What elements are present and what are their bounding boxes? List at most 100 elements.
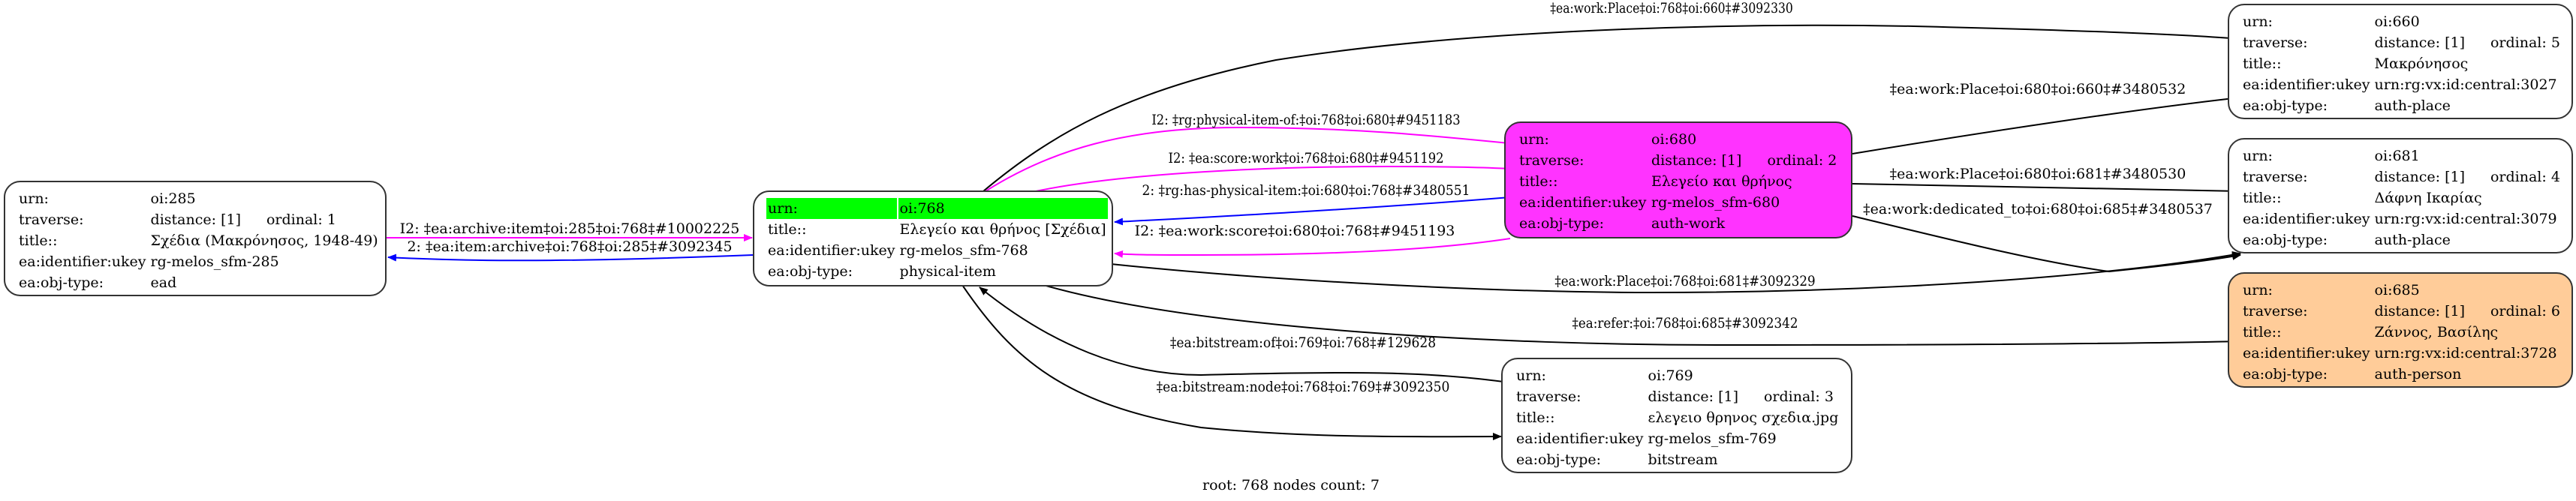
title-key: title:: (768, 221, 807, 238)
node-oi-660[interactable]: urn:oi:660 traverse:distance: [1]ordinal… (2228, 4, 2573, 119)
edge-label-e7: I2: ‡ea:work:score‡oi:680‡oi:768‡#945119… (1134, 223, 1455, 239)
edge-label-e1: I2: ‡ea:archive:item‡oi:285‡oi:768‡#1000… (399, 220, 740, 237)
type-key: ea:obj-type: (768, 263, 853, 280)
node-oi-285[interactable]: urn:oi:285 traverse:distance: [1]ordinal… (4, 181, 387, 296)
ukey-key: ea:identifier:ukey (2243, 76, 2370, 93)
type-value: auth-place (2374, 98, 2451, 114)
edge-label-e11: ‡ea:work:Place‡oi:768‡oi:681‡#3092329 (1554, 273, 1816, 290)
edge-e4 (985, 126, 1524, 192)
distance: distance: [1] (150, 212, 241, 228)
edge-label-e13: ‡ea:bitstream:of‡oi:769‡oi:768‡#129628 (1169, 334, 1437, 351)
type-key: ea:obj-type: (2243, 232, 2328, 248)
urn-value: oi:285 (150, 190, 196, 207)
ukey-value: rg-melos_sfm-768 (899, 242, 1028, 259)
title-key: title:: (2243, 190, 2282, 206)
edge-e10 (1852, 215, 2241, 273)
type-key: ea:obj-type: (2243, 98, 2328, 114)
title-key: title:: (2243, 324, 2282, 340)
ordinal: ordinal: 4 (2490, 169, 2560, 185)
ordinal: ordinal: 5 (2490, 34, 2560, 51)
ukey-value: urn:rg:vx:id:central:3027 (2374, 76, 2557, 93)
edge-label-e10: ‡ea:work:dedicated_to‡oi:680‡oi:685‡#348… (1863, 201, 2213, 218)
type-key: ea:obj-type: (2243, 366, 2328, 382)
distance: distance: [1] (2374, 169, 2465, 185)
ukey-key: ea:identifier:ukey (2243, 211, 2370, 227)
edge-e12 (1043, 284, 2241, 346)
urn-value: oi:768 (898, 198, 1108, 219)
title-key: title:: (19, 232, 58, 249)
type-value: bitstream (1648, 452, 1718, 468)
distance: distance: [1] (1651, 152, 1742, 169)
traverse-key: traverse: (2243, 169, 2308, 185)
node-oi-685[interactable]: urn: oi:685 traverse: distance: [1] ordinal… (2228, 272, 2573, 388)
node-oi-681[interactable]: urn: oi:681 traverse: distance: [1] ordinal… (2228, 138, 2573, 254)
ukey-value: rg-melos_sfm-769 (1648, 430, 1777, 447)
distance: distance: [1] (2374, 303, 2465, 320)
urn-key: urn: (2243, 148, 2273, 164)
urn-value: oi:685 (2374, 282, 2420, 298)
title-value: Ελεγείο και θρήνος (1651, 173, 1792, 190)
title-key: title:: (1516, 410, 1555, 426)
edge-label-e12: ‡ea:refer:‡oi:768‡oi:685‡#3092342 (1572, 315, 1798, 332)
edge-label-e9: ‡ea:work:Place‡oi:680‡oi:681‡#3480530 (1889, 166, 2186, 182)
edge-e7 (1114, 238, 1511, 258)
urn-value: oi:680 (1651, 131, 1697, 148)
type-value: auth-person (2374, 366, 2462, 382)
node-oi-768-root[interactable]: urn:oi:768 title::Ελεγείο και θρήνος [Σχ… (753, 190, 1113, 286)
title-key: title:: (2243, 56, 2282, 72)
title-value: ελεγειο θρηνος σχεδια.jpg (1648, 410, 1839, 426)
edge-e6 (1114, 196, 1511, 226)
traverse-value: distance: [1] ordinal: 4 (2373, 166, 2562, 188)
edge-e14 (961, 284, 1502, 441)
edge-label-e2: 2: ‡ea:item:archive‡oi:768‡oi:285‡#30923… (407, 238, 733, 255)
title-value: Σχέδια (Μακρόνησος, 1948-49) (150, 232, 378, 249)
edge-e3 (983, 24, 2241, 192)
type-value: auth-place (2374, 232, 2451, 248)
edge-label-e3: ‡ea:work:Place‡oi:768‡oi:660‡#3092330 (1550, 0, 1793, 16)
node-oi-680[interactable]: urn:oi:680 traverse:distance: [1]ordinal… (1504, 122, 1852, 238)
title-value: Δάφνη Ικαρίας (2374, 190, 2482, 206)
title-key: title:: (1519, 173, 1558, 190)
ordinal: ordinal: 1 (266, 212, 336, 228)
ukey-key: ea:identifier:ukey (1519, 194, 1647, 211)
type-key: ea:obj-type: (1516, 452, 1602, 468)
traverse-key: traverse: (2243, 303, 2308, 320)
type-value: auth-work (1651, 215, 1726, 232)
ukey-value: urn:rg:vx:id:central:3728 (2374, 345, 2557, 362)
type-key: ea:obj-type: (19, 274, 104, 291)
graph-footer: root: 768 nodes count: 7 (1202, 477, 1380, 494)
urn-key: urn: (2243, 14, 2273, 30)
ukey-key: ea:identifier:ukey (2243, 345, 2370, 362)
edge-e9 (1852, 183, 2241, 195)
title-value: Ελεγείο και θρήνος [Σχέδια] (899, 221, 1106, 238)
edge-label-e8: ‡ea:work:Place‡oi:680‡oi:660‡#3480532 (1889, 81, 2186, 98)
traverse-key: traverse: (1516, 388, 1581, 405)
traverse-value: distance: [1] ordinal: 2 (1650, 150, 1838, 171)
node-oi-769[interactable]: urn:oi:769 traverse:distance: [1]ordinal… (1501, 358, 1852, 473)
distance: distance: [1] (1648, 388, 1738, 405)
edge-e5 (1035, 165, 1524, 192)
ukey-key: ea:identifier:ukey (1516, 430, 1644, 447)
ordinal: ordinal: 2 (1767, 152, 1837, 169)
urn-value: oi:660 (2374, 14, 2420, 30)
ukey-value: rg-melos_sfm-680 (1651, 194, 1780, 211)
edge-label-e5: I2: ‡ea:score:work‡oi:768‡oi:680‡#945119… (1168, 150, 1444, 166)
traverse-value: distance: [1] ordinal: 5 (2373, 32, 2562, 53)
urn-key: urn: (766, 198, 897, 219)
traverse-key: traverse: (1519, 152, 1584, 169)
ukey-value: urn:rg:vx:id:central:3079 (2374, 211, 2557, 227)
urn-value: oi:681 (2374, 148, 2420, 164)
distance: distance: [1] (2374, 34, 2465, 51)
title-value: Ζάννος, Βασίλης (2374, 324, 2499, 340)
title-value: Μακρόνησος (2374, 56, 2469, 72)
ordinal: ordinal: 6 (2490, 303, 2560, 320)
edge-label-e4: I2: ‡rg:physical-item-of:‡oi:768‡oi:680‡… (1151, 112, 1461, 128)
edge-label-e6: 2: ‡rg:has-physical-item:‡oi:680‡oi:768‡… (1142, 182, 1470, 199)
urn-key: urn: (2243, 282, 2273, 298)
type-value: ead (150, 274, 177, 291)
type-value: physical-item (899, 263, 996, 280)
edge-e8 (1852, 94, 2241, 154)
root-highlight-row: urn:oi:768 (766, 198, 1108, 219)
urn-value: oi:769 (1648, 368, 1693, 384)
